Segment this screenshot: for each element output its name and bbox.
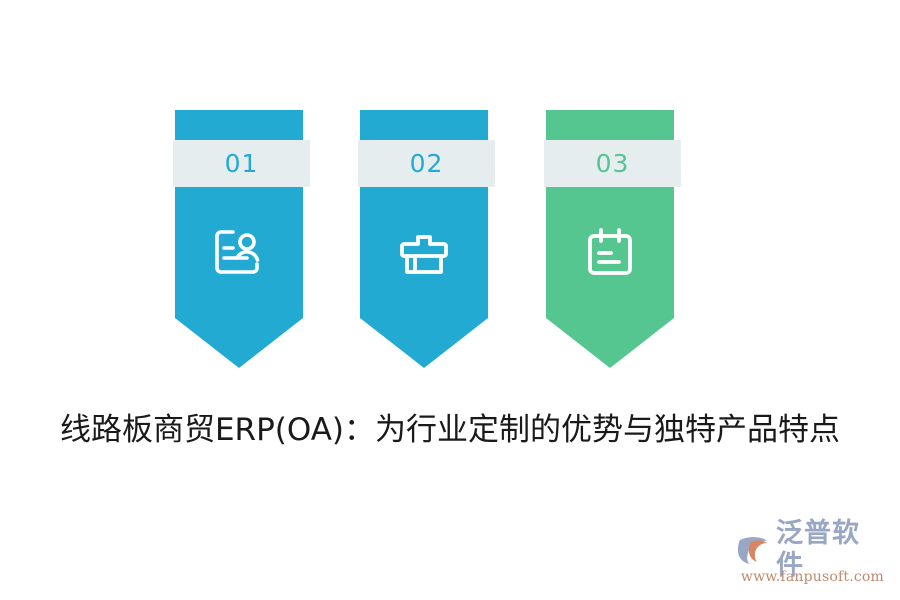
banner-top-bar-02: [360, 110, 488, 140]
banner-number-03: 03: [595, 149, 630, 178]
banner-item-02[interactable]: 02: [358, 110, 495, 368]
banner-number-band-01: 01: [173, 140, 310, 187]
banner-item-01[interactable]: 01: [173, 110, 310, 368]
brand-url: www.fanpusoft.com: [740, 569, 884, 585]
fanpu-logo-mark: [736, 534, 772, 566]
brand-logo-row: 泛普软件: [736, 518, 884, 581]
banner-number-02: 02: [409, 149, 444, 178]
page-title-text: 线路板商贸ERP(OA)：为行业定制的优势与独特产品特点: [59, 412, 841, 448]
banner-number-band-02: 02: [358, 140, 495, 187]
banner-body-03: [546, 186, 674, 368]
banner-item-03[interactable]: 03: [544, 110, 681, 368]
brand-name: 泛普软件: [776, 518, 860, 581]
page-title: 线路板商贸ERP(OA)：为行业定制的优势与独特产品特点: [0, 408, 900, 453]
brand-logo: 泛普软件 www.fanpusoft.com: [736, 518, 884, 588]
banner-top-bar-01: [175, 110, 303, 140]
banner-number-01: 01: [224, 149, 259, 178]
banner-number-band-03: 03: [544, 140, 681, 187]
banner-body-02: [360, 186, 488, 368]
banner-top-bar-03: [546, 110, 674, 140]
banner-row: 01 02: [0, 110, 900, 372]
banner-body-01: [175, 186, 303, 368]
